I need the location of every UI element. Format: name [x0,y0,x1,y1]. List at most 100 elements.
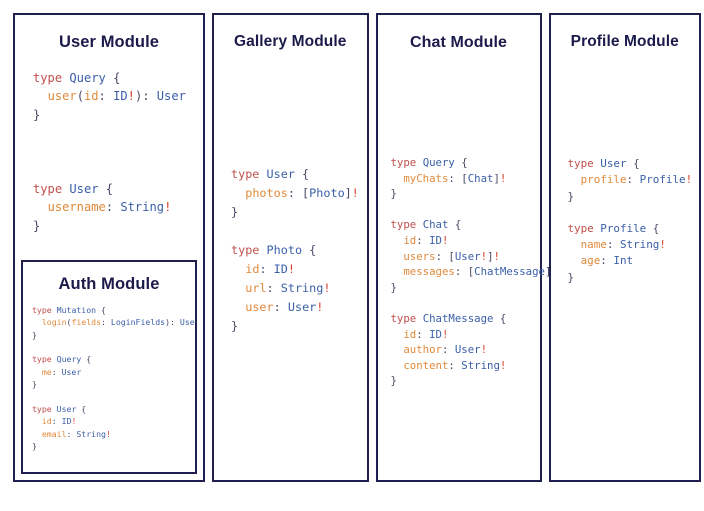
code-token-punc [391,328,404,341]
module-title-chat: Chat Module [409,34,508,51]
code-token-kw: type [33,70,63,85]
code-token-type: Photo [266,242,303,257]
code-token-fld: me [41,366,52,377]
code-token-punc: { [81,354,92,365]
code-token-fld: myChats [403,171,449,185]
code-token-kw: type [567,157,594,171]
code-token-punc: : [ [435,249,455,263]
code-token-kw: type [390,218,417,232]
code-token-type: ID [429,327,442,341]
code-token-bang: ! [499,171,507,185]
code-token-punc [259,167,266,181]
code-token-punc: } [231,204,239,219]
code-token-bang: ! [442,233,449,247]
code-token-type: ChatMessage [422,311,494,325]
code-token-punc [231,281,245,295]
code-token-type: Chat [467,171,494,185]
module-card-auth[interactable]: Auth Module type Mutation { login(fields… [21,260,197,474]
code-token-punc [568,173,581,186]
code-token-punc [32,317,42,327]
code-token-fld: username [47,200,106,215]
code-token-punc: : [416,327,430,341]
code-token-punc: ( [76,89,84,104]
code-token-punc [259,243,266,257]
code-block-profile: type User { profile: Profile! } type Pro… [551,52,700,480]
module-card-profile[interactable]: Profile Module type User { profile: Prof… [548,13,701,482]
code-token-fld: profile [580,173,627,187]
code-token-punc: : [51,416,62,427]
module-title-profile: Profile Module [570,33,679,50]
code-token-punc [32,367,42,377]
code-token-punc: ] [545,265,551,278]
code-token-kw: type [33,181,63,196]
code-token-punc: } [32,329,37,340]
code-token-punc: : [259,261,274,276]
code-token-bang: ! [659,238,666,252]
code-token-punc: { [626,157,640,171]
code-token-bang: ! [480,343,488,357]
code-token-punc: { [76,404,87,415]
code-token-punc: } [390,187,397,201]
code-token-punc: { [454,155,468,169]
code-token-punc [231,262,245,276]
code-token-type: User [600,157,627,171]
code-token-punc: : [98,89,114,104]
module-columns: User Module type Query { user(id: ID!): … [13,13,701,482]
code-token-fld: users [403,249,436,263]
code-token-fld: fields [71,317,102,328]
graphql-code-profile: type User { profile: Profile! } type Pro… [568,108,700,286]
code-token-fld: url [245,280,267,295]
code-token-punc [33,200,48,214]
code-token-type: Query [56,354,82,365]
code-token-type: Profile [639,173,686,187]
module-card-user[interactable]: User Module type Query { user(id: ID!): … [13,13,205,482]
code-token-type: LoginFields [110,317,166,328]
nested-module-wrapper-auth: Auth Module type Mutation { login(fields… [21,260,197,474]
code-block-chat: type Query { myChats: [Chat]! } type Cha… [378,52,558,480]
module-title-gallery: Gallery Module [233,33,347,50]
code-token-kw: type [231,242,260,257]
graphql-code-user: type Query { user(id: ID!): User } type … [33,69,203,236]
code-token-type: User [156,89,186,104]
code-token-punc: ] [493,171,500,185]
code-token-punc [231,186,245,200]
code-token-punc: } [33,218,41,233]
code-token-type: User [179,317,195,328]
code-token-type: User [69,181,99,196]
code-token-kw: type [32,304,52,315]
code-token-punc [33,89,48,103]
graphql-code-auth: type Mutation { login(fields: LoginField… [32,304,195,453]
code-token-punc [32,429,42,439]
code-token-punc [231,300,245,314]
module-card-chat[interactable]: Chat Module type Query { myChats: [Chat]… [375,13,558,482]
code-token-type: Photo [309,185,345,200]
code-token-punc: ( [66,317,72,328]
code-token-type: ID [61,416,72,427]
code-token-type: User [61,366,82,377]
code-token-type: String [280,280,324,295]
code-token-fld: messages [403,265,455,279]
code-token-punc [391,172,404,185]
code-token-punc [568,254,581,267]
code-token-bang: ! [442,327,449,341]
code-token-punc: : [ [448,171,468,185]
code-token-punc: } [231,318,239,333]
code-token-punc: : [600,254,614,268]
code-token-punc [391,265,404,278]
code-token-punc: { [493,311,507,325]
code-token-fld: id [41,416,52,427]
code-token-punc: : [101,317,111,328]
code-token-punc: } [32,379,37,390]
code-token-fld: author [403,343,442,357]
code-token-bang: ! [287,261,295,276]
code-token-punc: } [567,270,575,284]
code-token-kw: type [390,155,417,169]
code-token-punc: { [448,218,462,232]
code-token-punc: } [390,374,397,388]
code-token-fld: login [41,317,67,328]
module-card-gallery[interactable]: Gallery Module type User { photos: [Phot… [212,13,369,482]
code-token-punc: { [98,181,114,196]
code-token-punc: : [416,233,430,247]
code-token-punc: : [51,366,62,377]
